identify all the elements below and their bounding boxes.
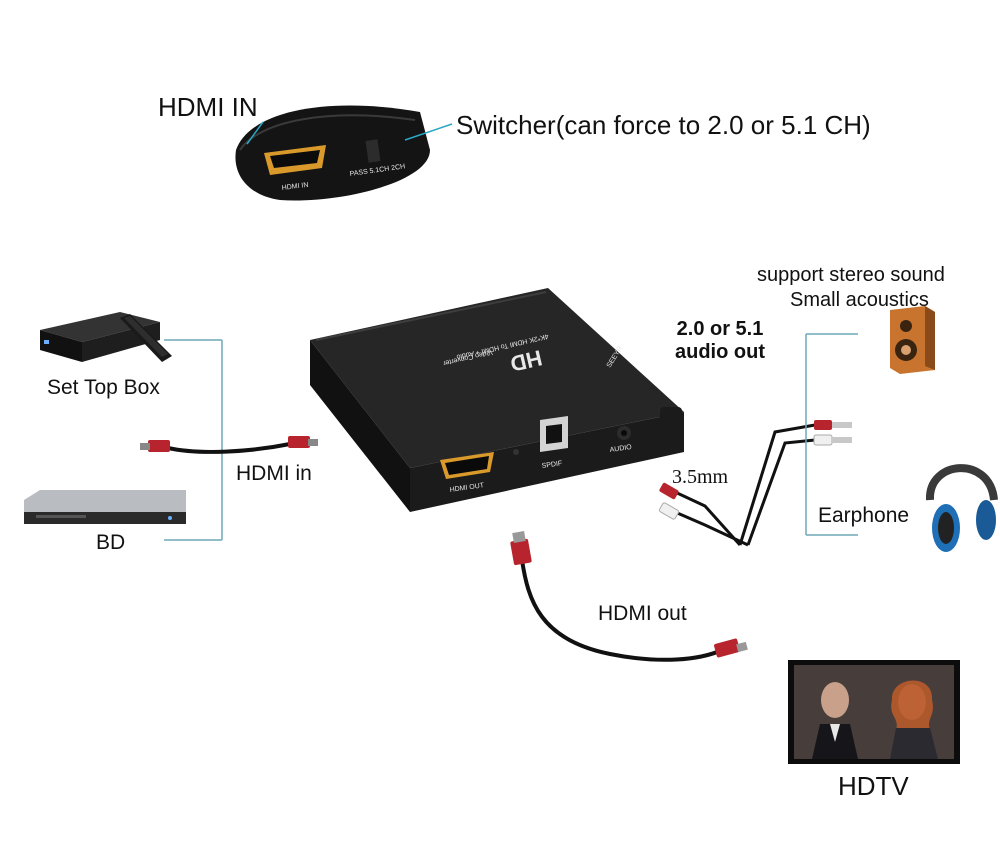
audio-out-label-line2: audio out <box>675 341 765 363</box>
speaker-icon <box>890 306 935 374</box>
spdif-port[interactable] <box>540 416 568 452</box>
port-label-hdmi-out: HDMI OUT <box>449 482 485 494</box>
small-acoustics-label: Small acoustics <box>790 289 929 311</box>
remote-icon <box>120 314 172 362</box>
hdmi-out-port[interactable] <box>440 452 494 479</box>
input-side-inset: HDMI IN PASS 5.1CH 2CH <box>235 105 453 201</box>
hdmi-cable-icon <box>510 531 748 662</box>
audio-y-cable <box>674 423 816 547</box>
inset-hdmi-port <box>264 145 326 175</box>
headphones-icon <box>925 464 998 552</box>
hdmi-in-label: HDMI in <box>236 462 312 485</box>
rca-plug-icon <box>658 420 852 520</box>
hd-converter-device[interactable]: HD 4K*2K HDMI To HDMI + Audio Video Conv… <box>310 288 684 512</box>
port-label-spdif: SPDIF <box>541 460 562 470</box>
audio-jack-port[interactable] <box>617 426 631 440</box>
hdmi-in-cable <box>140 436 318 454</box>
inset-port-label: HDMI IN <box>281 182 308 192</box>
support-stereo-label: support stereo sound <box>757 264 945 286</box>
earphone-label: Earphone <box>818 504 910 527</box>
input-bracket <box>164 339 223 541</box>
mm35-label: 3.5mm <box>672 466 729 488</box>
port-label-audio: AUDIO <box>609 444 632 454</box>
hdmi-in-top-label: HDMI IN <box>158 92 258 122</box>
hdtv-label: HDTV <box>838 771 909 801</box>
audio-out-label-line1: 2.0 or 5.1 <box>676 318 764 340</box>
led-indicator <box>513 449 519 455</box>
set-top-box-label: Set Top Box <box>47 376 160 399</box>
tv-icon <box>788 660 960 764</box>
output-bracket <box>805 333 858 536</box>
blu-ray-player-icon <box>24 490 186 524</box>
inset-switch <box>365 139 381 163</box>
hdmi-out-label: HDMI out <box>598 602 687 625</box>
switcher-label: Switcher(can force to 2.0 or 5.1 CH) <box>456 110 871 140</box>
bd-label: BD <box>96 531 126 554</box>
